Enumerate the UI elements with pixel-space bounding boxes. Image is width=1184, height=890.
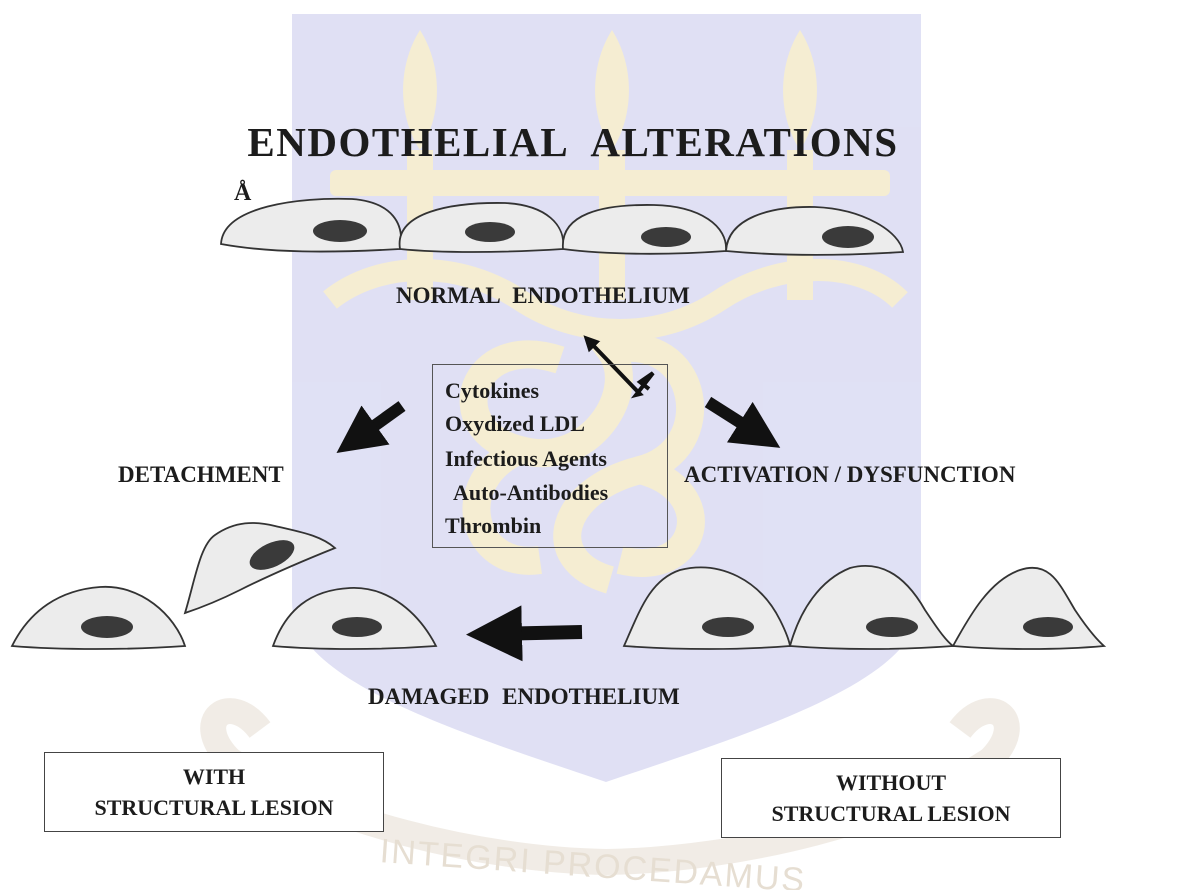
agent-auto-antibodies: Auto-Antibodies <box>453 480 608 506</box>
agent-cytokines: Cytokines <box>445 378 539 404</box>
agent-oxydized-ldl: Oxydized LDL <box>445 411 585 437</box>
nucleus <box>313 220 367 242</box>
label-activation-dysfunction: ACTIVATION / DYSFUNCTION <box>684 462 1015 488</box>
corner-marker: Å <box>234 180 251 207</box>
diagram-title: ENDOTHELIAL ALTERATIONS <box>0 118 1146 166</box>
nucleus <box>822 226 874 248</box>
nucleus <box>332 617 382 637</box>
arrow-to-damaged <box>494 632 582 634</box>
without-structural-lesion-line: STRUCTURAL LESION <box>722 798 1060 829</box>
with-structural-lesion-box: WITH STRUCTURAL LESION <box>44 752 384 832</box>
nucleus <box>702 617 754 637</box>
with-structural-lesion-line: STRUCTURAL LESION <box>45 792 383 823</box>
nucleus <box>866 617 918 637</box>
agent-infectious-agents: Infectious Agents <box>445 446 607 472</box>
nucleus <box>81 616 133 638</box>
nucleus <box>1023 617 1073 637</box>
agent-thrombin: Thrombin <box>445 513 541 539</box>
activated-cell <box>953 568 1104 649</box>
label-damaged-endothelium: DAMAGED ENDOTHELIUM <box>368 684 680 710</box>
without-line: WITHOUT <box>722 767 1060 798</box>
without-structural-lesion-box: WITHOUT STRUCTURAL LESION <box>721 758 1061 838</box>
activated-cells <box>624 566 1104 649</box>
with-line: WITH <box>45 761 383 792</box>
nucleus <box>465 222 515 242</box>
label-normal-endothelium: NORMAL ENDOTHELIUM <box>396 283 690 309</box>
label-detachment: DETACHMENT <box>118 462 284 488</box>
nucleus <box>641 227 691 247</box>
